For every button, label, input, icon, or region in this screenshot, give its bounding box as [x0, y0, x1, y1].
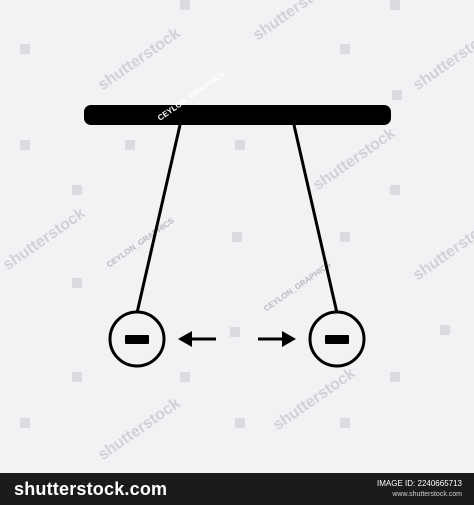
- watermark-square: [235, 418, 245, 428]
- left-sphere: [108, 310, 166, 368]
- pendulum-diagram: CEYLON_GRAPHICS: [84, 69, 391, 368]
- watermark-square: [340, 232, 350, 242]
- footer-bar: shutterstock.com IMAGE ID: 2240665713 ww…: [0, 473, 474, 505]
- watermark-square: [235, 140, 245, 150]
- watermark-square: [340, 44, 350, 54]
- arrow-right-icon: [258, 331, 296, 347]
- watermark-square: [392, 90, 402, 100]
- watermark-square: [20, 140, 30, 150]
- minus-sign-icon: [325, 335, 349, 344]
- watermark-square: [20, 44, 30, 54]
- watermark-square: [390, 185, 400, 195]
- right-string: [292, 124, 339, 314]
- image-canvas: shutterstock shutterstock shutterstock s…: [0, 0, 474, 464]
- image-id-label: IMAGE ID: 2240665713: [377, 479, 462, 488]
- right-charged-sphere: [308, 310, 366, 368]
- support-bar: [84, 105, 391, 125]
- arrow-left-icon: [178, 331, 216, 347]
- watermark-square: [232, 232, 242, 242]
- site-url[interactable]: www.shutterstock.com: [392, 491, 462, 498]
- watermark-square: [72, 185, 82, 195]
- watermark-square: [230, 327, 240, 337]
- watermark-square: [72, 278, 82, 288]
- watermark-square: [440, 325, 450, 335]
- watermark-square: [20, 418, 30, 428]
- watermark-square: [180, 0, 190, 10]
- watermark-square: [180, 372, 190, 382]
- watermark-square: [390, 0, 400, 10]
- watermark-square: [340, 418, 350, 428]
- watermark-square: [125, 140, 135, 150]
- minus-sign-icon: [125, 335, 149, 344]
- watermark-square: [72, 372, 82, 382]
- watermark-square: [390, 372, 400, 382]
- right-sphere: [308, 310, 366, 368]
- left-charged-sphere: [108, 310, 166, 368]
- left-string: [135, 124, 182, 314]
- footer-brand-logo[interactable]: shutterstock.com: [14, 479, 168, 499]
